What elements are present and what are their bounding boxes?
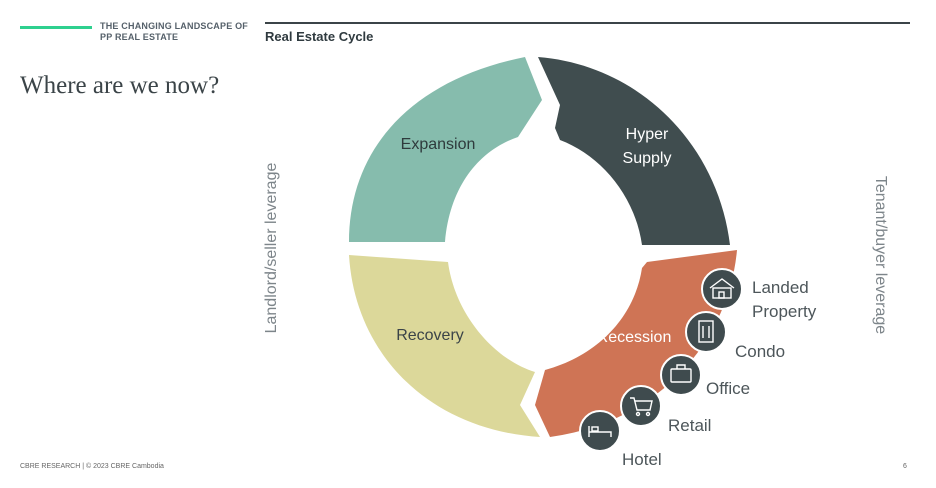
retail-label: Retail [668,416,711,435]
landed-property-label-line-1: Landed [752,278,809,297]
report-kicker: THE CHANGING LANDSCAPE OF PP REAL ESTATE [100,21,248,43]
landed-property-marker [701,268,743,310]
page-number: 6 [903,463,907,470]
condo-label: Condo [735,342,785,361]
expansion-label: Expansion [401,136,476,153]
section-title: Real Estate Cycle [265,29,374,44]
building-icon [698,320,714,343]
top-rule [265,22,910,24]
cart-icon [630,397,653,417]
bed-icon [588,426,612,437]
page-title: Where are we now? [20,72,220,99]
kicker-line-1: THE CHANGING LANDSCAPE OF [100,21,249,31]
condo-marker [685,311,727,353]
retail-marker [620,385,662,427]
hotel-marker [579,410,621,452]
hyper-supply-label-line-2: Supply [623,150,672,167]
recovery-label: Recovery [396,327,464,344]
office-marker [660,354,702,396]
recession-label: Recession [597,329,672,346]
kicker-line-2: PP REAL ESTATE [100,32,179,42]
hotel-label: Hotel [622,450,662,469]
expansion-segment [349,57,542,242]
recovery-segment [349,255,540,437]
hyper-supply-segment [538,57,730,245]
house-icon [709,278,735,299]
briefcase-icon [670,364,692,383]
landed-property-label-line-2: Property [752,302,817,321]
hyper-supply-label-line-1: Hyper [626,126,669,143]
office-label: Office [706,379,750,398]
footer-source: CBRE RESEARCH | © 2023 CBRE Cambodia [20,463,164,470]
recession-segment [535,250,737,437]
accent-line [20,26,92,29]
